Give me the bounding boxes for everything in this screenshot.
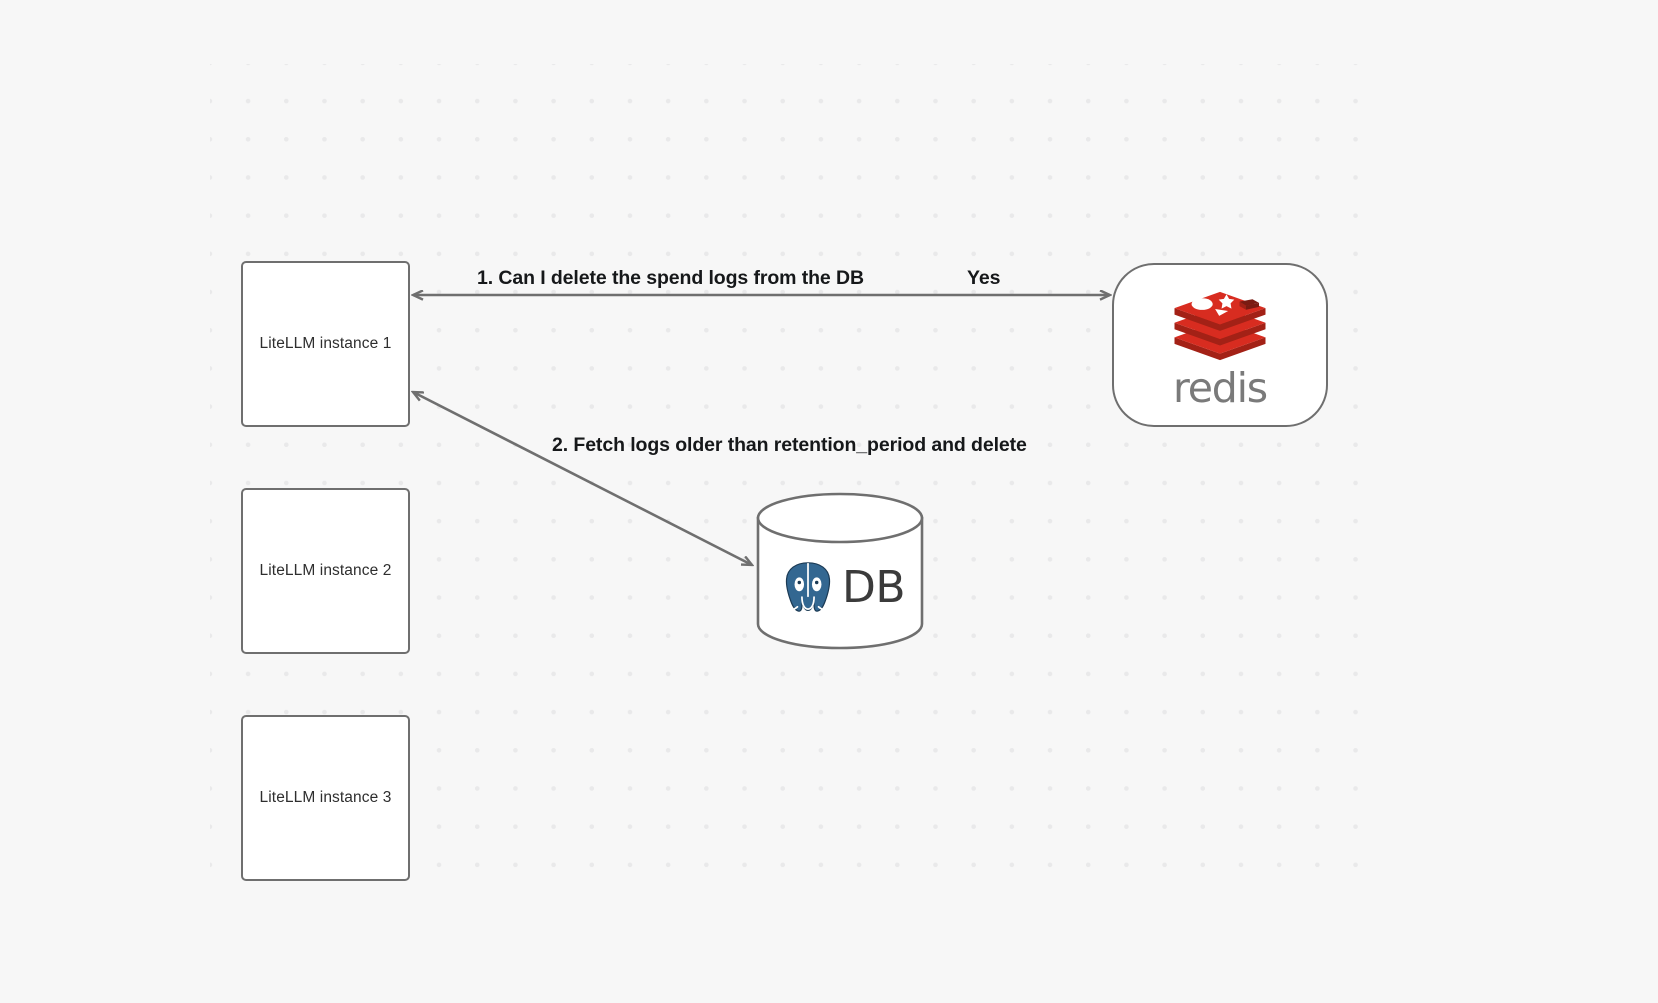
node-litellm-instance-3[interactable]: LiteLLM instance 3 xyxy=(241,715,410,881)
node-redis[interactable]: redis xyxy=(1112,263,1328,427)
node-litellm-instance-1[interactable]: LiteLLM instance 1 xyxy=(241,261,410,427)
node-database-label: DB xyxy=(841,562,906,613)
postgresql-elephant-icon xyxy=(775,555,841,621)
node-litellm-instance-3-label: LiteLLM instance 3 xyxy=(259,788,392,806)
edge-litellm1-to-db xyxy=(413,392,752,565)
node-litellm-instance-2[interactable]: LiteLLM instance 2 xyxy=(241,488,410,654)
cylinder-shape xyxy=(756,492,924,650)
node-database[interactable]: DB xyxy=(755,492,925,650)
edge-label-redis-reply: Yes xyxy=(967,267,1001,289)
edge-label-step-2: 2. Fetch logs older than retention_perio… xyxy=(552,434,1027,456)
node-redis-label: redis xyxy=(1173,364,1268,412)
node-litellm-instance-2-label: LiteLLM instance 2 xyxy=(259,561,392,579)
node-litellm-instance-1-label: LiteLLM instance 1 xyxy=(259,334,392,352)
edge-label-step-1: 1. Can I delete the spend logs from the … xyxy=(477,267,864,289)
redis-logo-icon xyxy=(1167,287,1273,365)
